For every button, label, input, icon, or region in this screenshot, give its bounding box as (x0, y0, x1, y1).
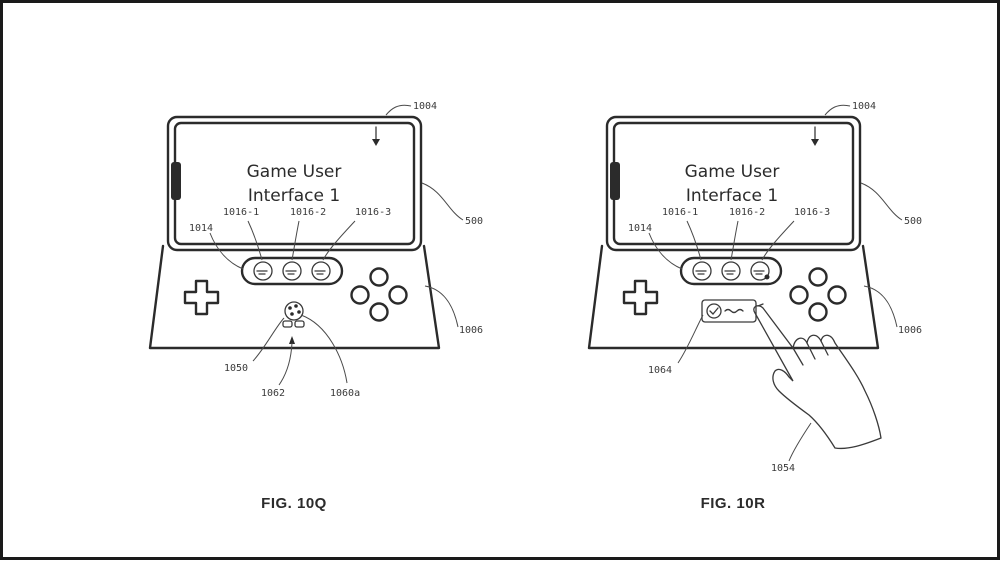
screen-title-line2: Interface 1 (248, 186, 340, 206)
dpad-icon[interactable] (622, 279, 659, 316)
face-button-bottom[interactable] (808, 302, 828, 322)
pointer-arrow-icon (289, 336, 295, 344)
ref-pointer: 1062 (261, 388, 285, 399)
ref-slot-2: 1016-2 (290, 207, 326, 218)
screen-arrow-head (811, 139, 819, 146)
screen-arrow-head (372, 139, 380, 146)
ref-indicator: 1050 (224, 363, 248, 374)
popup-box[interactable] (701, 299, 757, 323)
face-button-top[interactable] (808, 267, 828, 287)
ref-device: 1004 (413, 101, 437, 112)
screen-title-line2: Interface 1 (686, 186, 778, 206)
game-controller (148, 244, 441, 350)
slot-2-glyph (724, 270, 736, 275)
ref-slot-3: 1016-3 (355, 207, 391, 218)
face-button-left[interactable] (789, 285, 809, 305)
ref-slot-2: 1016-2 (729, 207, 765, 218)
ref-slot-1: 1016-1 (662, 207, 698, 218)
ref-slot-3: 1016-3 (794, 207, 830, 218)
controller-body (148, 244, 441, 350)
indicator-tab-left (282, 320, 293, 328)
indicator-tab-right (294, 320, 305, 328)
screen-title-line1: Game User (685, 162, 780, 182)
check-mark-icon (709, 307, 719, 315)
finger-crease-2 (806, 342, 816, 360)
slot-1016-1[interactable] (692, 261, 712, 281)
controller-body (587, 244, 880, 350)
ref-controller: 1006 (459, 325, 483, 336)
ref-hand: 1054 (771, 463, 795, 474)
figure-canvas: Game User Interface 1 (148, 101, 922, 512)
slot-1016-3[interactable] (311, 261, 331, 281)
slot-2-button[interactable] (282, 261, 302, 281)
finger-crease-1 (792, 347, 804, 366)
check-circle-icon[interactable] (706, 303, 722, 319)
phone-outer-frame (605, 115, 862, 252)
slot-1-glyph (256, 270, 268, 275)
slot-1-button[interactable] (692, 261, 712, 281)
phone-notch (171, 162, 181, 200)
hand-illustration (753, 303, 882, 450)
slot-3-button[interactable] (750, 261, 770, 281)
slot-3-glyph (314, 270, 326, 275)
slot-1-glyph (695, 270, 707, 275)
slot-2-glyph (285, 270, 297, 275)
fingernail (757, 303, 764, 307)
phone-notch (610, 162, 620, 200)
ref-controller: 1006 (898, 325, 922, 336)
ref-device: 1004 (852, 101, 876, 112)
slot-1-button[interactable] (253, 261, 273, 281)
slot-1016-2[interactable] (721, 261, 741, 281)
screen-title-line1: Game User (247, 162, 342, 182)
ref-floating-icon: 1060a (330, 388, 360, 399)
finger-crease-3 (820, 340, 829, 356)
face-button-left[interactable] (350, 285, 370, 305)
dpad-icon[interactable] (183, 279, 220, 316)
reference-labels-10q: 1004 500 1006 1014 1016-1 1016-2 1016-3 … (189, 101, 483, 399)
floating-indicator[interactable] (282, 301, 305, 328)
ref-slots-group: 1014 (189, 223, 213, 234)
reference-labels-10r: 1004 500 1006 1014 1016-1 1016-2 1016-3 … (628, 101, 922, 474)
figure-10q: Game User Interface 1 (148, 101, 483, 512)
ref-slot-1: 1016-1 (223, 207, 259, 218)
face-button-right[interactable] (827, 285, 847, 305)
ref-slots-group: 1014 (628, 223, 652, 234)
popup-scribble (724, 308, 744, 314)
face-button-bottom[interactable] (369, 302, 389, 322)
game-controller (587, 244, 880, 350)
popup-confirm[interactable] (701, 299, 757, 323)
slot-3-glyph (753, 270, 765, 275)
face-button-top[interactable] (369, 267, 389, 287)
figure-10r: Game User Interface 1 (587, 101, 922, 512)
phone-outer-frame (166, 115, 423, 252)
slot-3-button[interactable] (311, 261, 331, 281)
hand-outline (753, 305, 882, 450)
slot-1016-2[interactable] (282, 261, 302, 281)
figure-caption-10q: FIG. 10Q (261, 495, 327, 512)
slot-3-dot (764, 274, 770, 280)
ref-screen: 500 (904, 216, 922, 227)
ref-popup: 1064 (648, 365, 672, 376)
slot-1016-3[interactable] (750, 261, 770, 281)
slot-1016-1[interactable] (253, 261, 273, 281)
figure-caption-10r: FIG. 10R (701, 495, 766, 512)
slot-2-button[interactable] (721, 261, 741, 281)
indicator-ring (284, 301, 304, 321)
ref-screen: 500 (465, 216, 483, 227)
face-button-right[interactable] (388, 285, 408, 305)
